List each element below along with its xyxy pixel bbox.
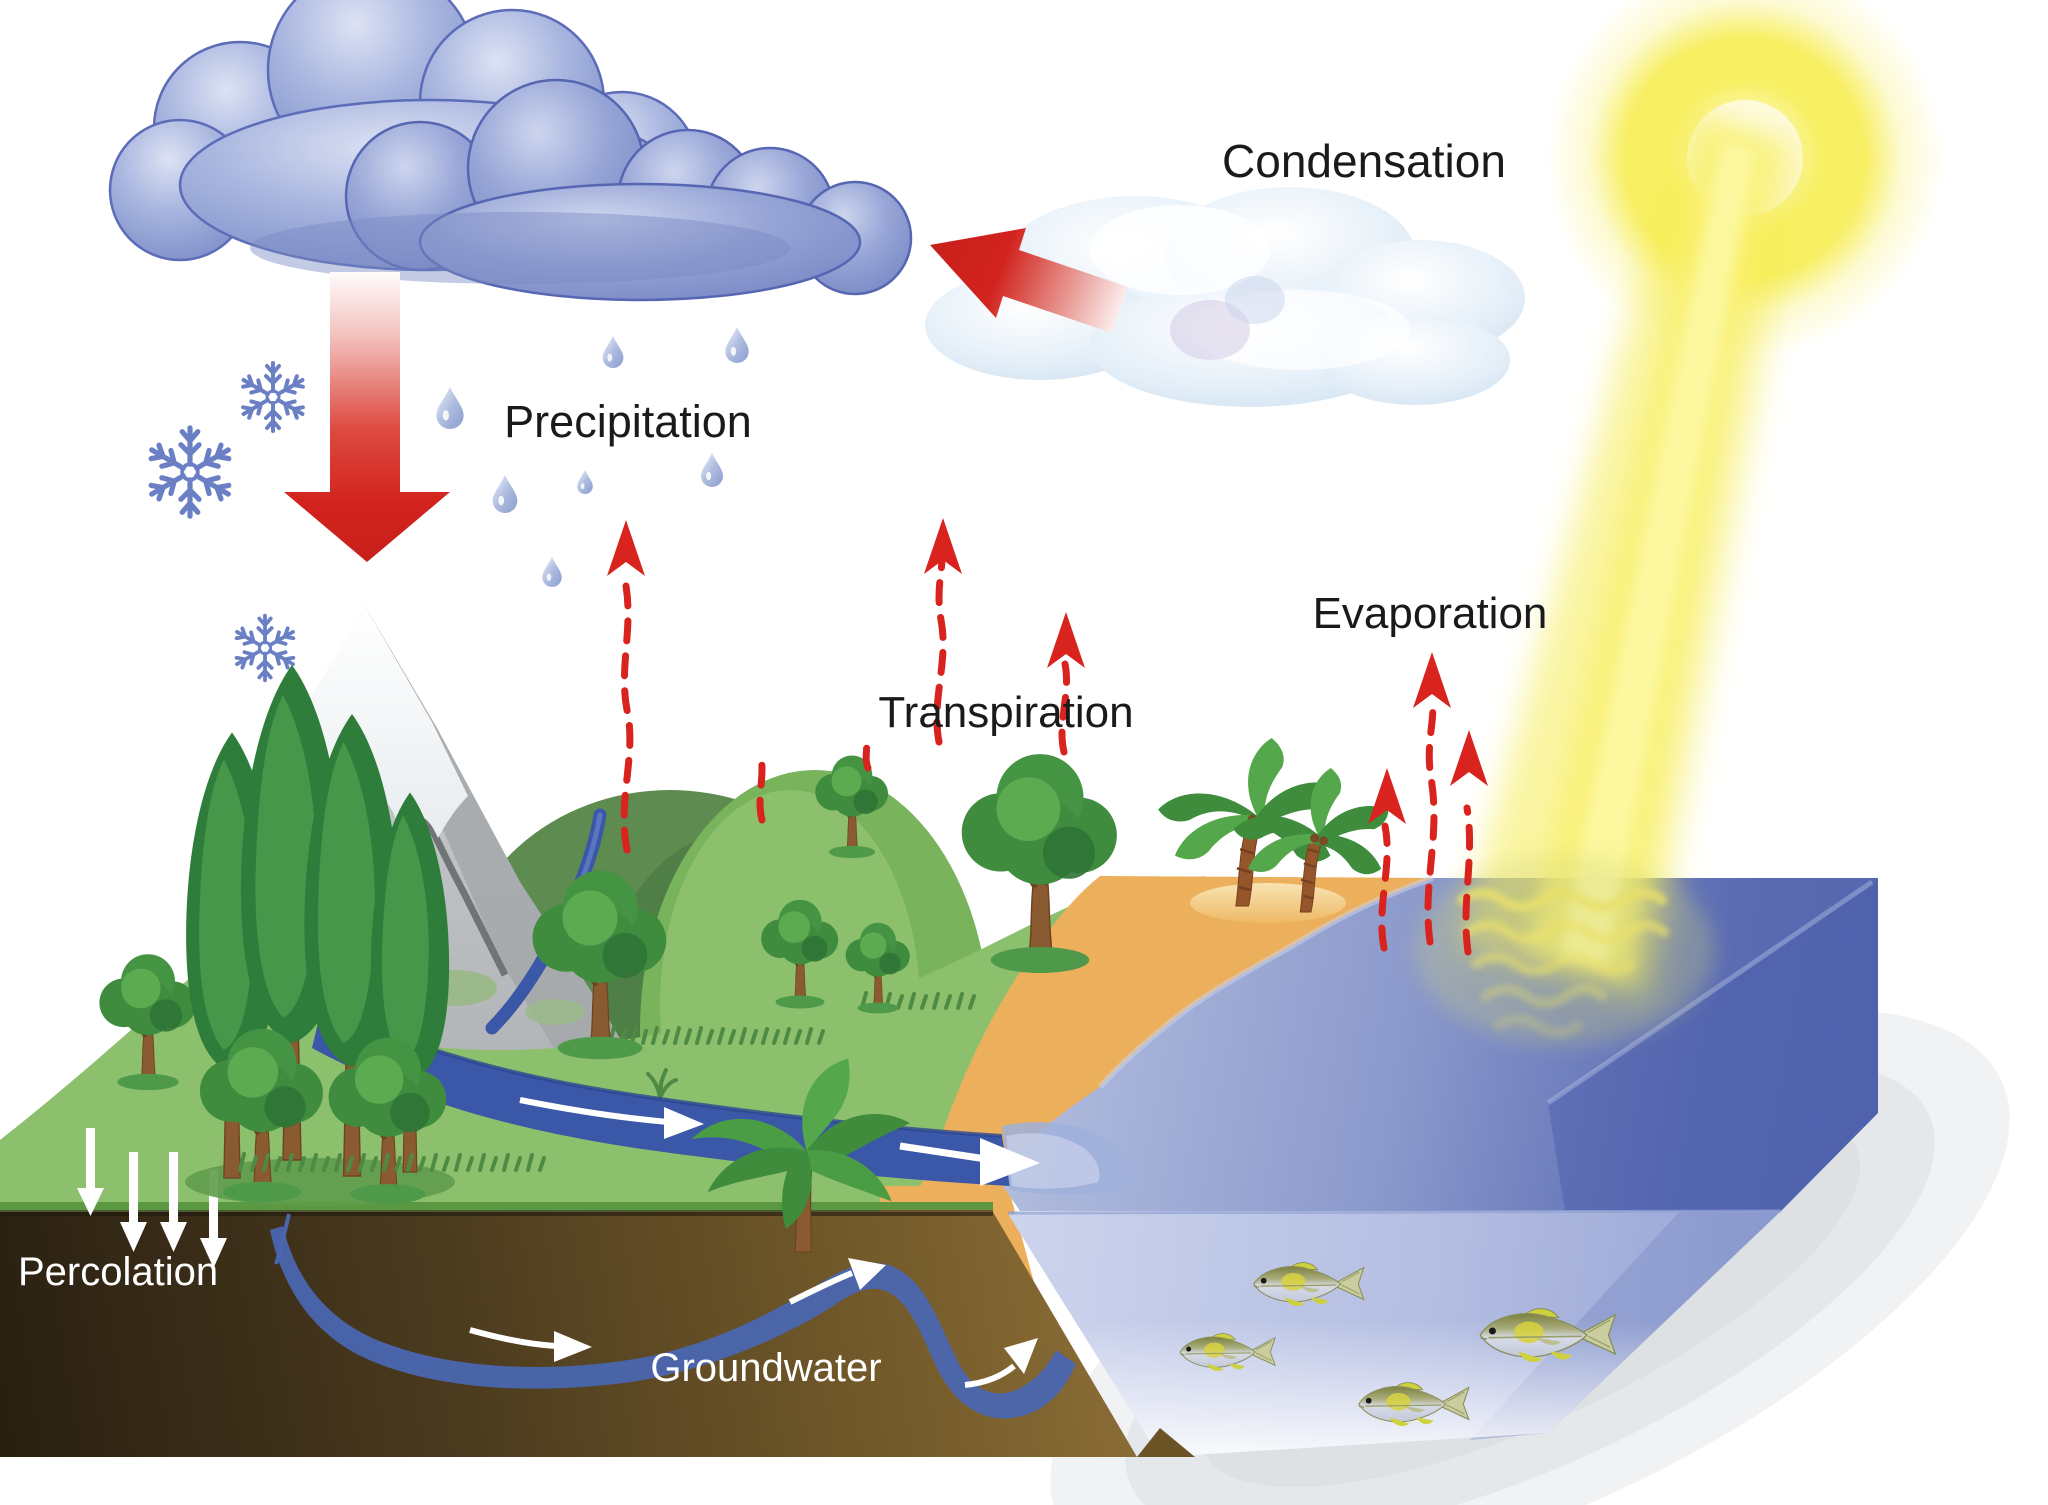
rain-cloud-icon (108, 0, 913, 302)
precipitation-label: Precipitation (504, 396, 752, 447)
vegetation (97, 664, 1390, 1253)
percolation-arrows (77, 1128, 227, 1268)
evaporation-arrow (1424, 696, 1438, 946)
sea-front (1007, 1209, 1782, 1457)
evaporation-label: Evaporation (1313, 589, 1548, 638)
condensation-label: Condensation (1222, 135, 1506, 187)
percolation-label: Percolation (18, 1250, 218, 1294)
groundwater-flow-arrows (469, 1258, 1038, 1388)
transpiration-arrow (620, 582, 634, 854)
vapor-arrowheads (607, 518, 1488, 824)
precipitation-arrow (284, 272, 450, 562)
condensation-arrow (930, 228, 1128, 333)
evaporation-arrow (1378, 822, 1391, 952)
palm-sand-mound (1190, 883, 1346, 923)
vapor-arrows (620, 546, 1474, 956)
river-flow-arrows (519, 1097, 1040, 1186)
sun-beam (1415, 108, 1802, 1045)
groundwater-label: Groundwater (650, 1346, 881, 1390)
groundwater-stream (270, 1213, 1076, 1419)
transpiration-arrow (933, 546, 947, 746)
evaporation-arrow (1462, 804, 1474, 956)
condensation-cloud-icon (925, 187, 1525, 407)
transpiration-label: Transpiration (878, 688, 1133, 737)
transpiration-arrow (1058, 660, 1071, 756)
